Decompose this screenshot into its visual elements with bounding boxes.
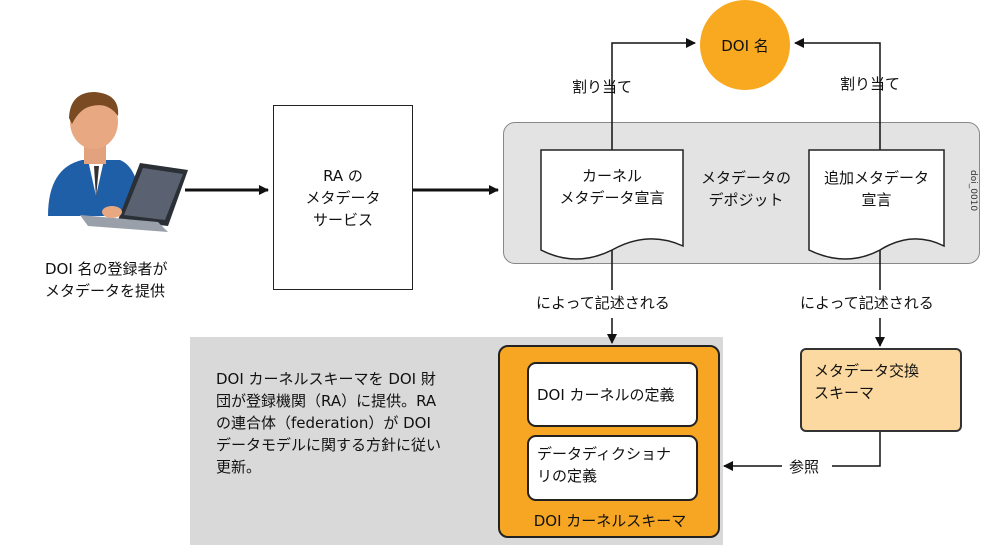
arrow-assign-left xyxy=(611,38,696,150)
assign-right-label: 割り当て xyxy=(840,75,901,93)
described-right-label: によって記述される xyxy=(800,294,934,312)
kernel-schema-label: DOI カーネルスキーマ xyxy=(533,512,687,530)
dictionary-definition-box: データディクショナ リの定義 xyxy=(527,435,698,501)
described-left-label: によって記述される xyxy=(536,294,670,312)
note-line3: の連合体（federation）が DOI xyxy=(216,414,431,432)
arrow-assign-right xyxy=(794,38,881,150)
extra-decl-line2: 宣言 xyxy=(861,191,892,209)
extra-declaration: 追加メタデータ 宣言 xyxy=(809,167,944,211)
ra-metadata-service-box: RA の メタデータ サービス xyxy=(273,105,413,290)
kernel-decl-line1: カーネル xyxy=(581,167,642,185)
schema-note-text: DOI カーネルスキーマを DOI 財 団が登録機関（RA）に提供。RA の連合… xyxy=(216,368,486,478)
kernel-definition-label: DOI カーネルの定義 xyxy=(537,385,675,404)
user-at-laptop-icon xyxy=(48,92,188,232)
reference-label: 参照 xyxy=(789,458,820,476)
assign-left-label: 割り当て xyxy=(572,78,633,96)
registrant-line2: メタデータを提供 xyxy=(45,282,166,300)
kernel-declaration: カーネル メタデータ宣言 xyxy=(541,165,683,209)
kernel-document-shape xyxy=(540,149,684,260)
figure-code: doi_0010 xyxy=(968,170,978,212)
exchange-line1: メタデータ交換 xyxy=(814,362,920,380)
registrant-caption: DOI 名の登録者が メタデータを提供 xyxy=(45,258,225,302)
line-reference xyxy=(832,432,881,467)
note-line2: 団が登録機関（RA）に提供。RA xyxy=(216,392,437,410)
dict-def-line2: リの定義 xyxy=(537,467,598,485)
extra-document-shape xyxy=(808,149,945,260)
doi-name-circle: DOI 名 xyxy=(700,0,790,90)
exchange-line2: スキーマ xyxy=(814,384,875,402)
extra-decl-line1: 追加メタデータ xyxy=(823,169,929,187)
doi-kernel-schema-box: DOI カーネルの定義 データディクショナ リの定義 DOI カーネルスキーマ xyxy=(498,345,720,538)
deposit-line1: メタデータの xyxy=(700,169,791,187)
ra-service-line1: RA の xyxy=(323,166,363,185)
note-line4: データモデルに関する方針に従い xyxy=(216,436,442,454)
ra-service-line2: メタデータ xyxy=(305,188,381,207)
kernel-definition-box: DOI カーネルの定義 xyxy=(527,362,698,427)
deposit-label: メタデータの デポジット xyxy=(686,167,806,211)
metadata-exchange-schema-box: メタデータ交換 スキーマ xyxy=(800,348,962,432)
dict-def-line1: データディクショナ xyxy=(537,445,671,463)
note-line5: 更新。 xyxy=(216,458,262,476)
ra-service-line3: サービス xyxy=(312,210,373,229)
doi-name-label: DOI 名 xyxy=(721,36,769,55)
note-line1: DOI カーネルスキーマを DOI 財 xyxy=(216,370,436,388)
registrant-line1: DOI 名の登録者が xyxy=(45,260,168,278)
deposit-line2: デポジット xyxy=(708,191,784,209)
kernel-decl-line2: メタデータ宣言 xyxy=(559,189,665,207)
